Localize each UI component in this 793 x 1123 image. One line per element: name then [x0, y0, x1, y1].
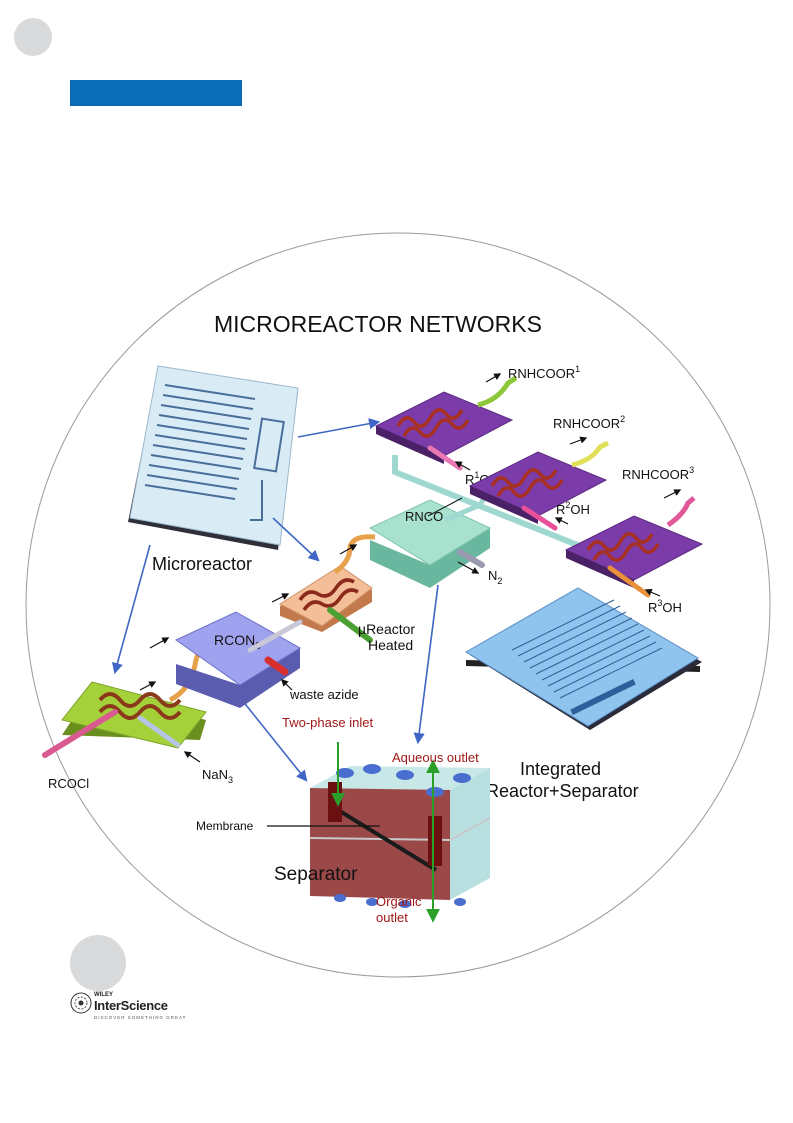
label-r3oh: R3OH [648, 598, 682, 615]
green-mixing-chip [42, 637, 216, 758]
logo-tagline: DISCOVER SOMETHING GREAT [94, 1015, 187, 1020]
heated-microreactor-chip [247, 534, 376, 653]
wiley-interscience-logo: WILEY InterScience DISCOVER SOMETHING GR… [70, 990, 185, 1030]
purple-reactor-3 [564, 496, 704, 598]
integrated-reactor-separator-chip [465, 587, 702, 730]
purple-reactor-2 [468, 440, 610, 531]
label-rnhcoor3: RNHCOOR3 [622, 465, 694, 482]
page-corner-circle-top [14, 18, 52, 56]
label-r2oh: R2OH [556, 500, 590, 517]
page-corner-circle-bottom [70, 935, 126, 991]
label-rcocl: RCOCl [48, 776, 89, 791]
label-separator: Separator [274, 864, 358, 885]
label-two-phase-inlet: Two-phase inlet [282, 715, 373, 730]
label-waste-azide: waste azide [289, 687, 359, 702]
logo-publisher-small: WILEY [94, 992, 113, 998]
figure-title: MICROREACTOR NETWORKS [214, 311, 542, 337]
network-flow-arrows [111, 418, 439, 782]
label-nan3: NaN3 [202, 767, 233, 785]
microreactor-chip [128, 365, 299, 550]
section-header-bar [70, 80, 242, 106]
label-rnhcoor1: RNHCOOR1 [508, 364, 580, 381]
label-membrane: Membrane [196, 819, 254, 833]
label-aqueous-outlet: Aqueous outlet [392, 750, 479, 765]
logo-publisher-name: InterScience [94, 998, 168, 1013]
label-rnhcoor2: RNHCOOR2 [553, 414, 625, 431]
globe-icon [70, 992, 92, 1014]
rcon3-block [175, 611, 301, 708]
label-microreactor: Microreactor [152, 554, 252, 574]
label-n2: N2 [488, 568, 502, 586]
